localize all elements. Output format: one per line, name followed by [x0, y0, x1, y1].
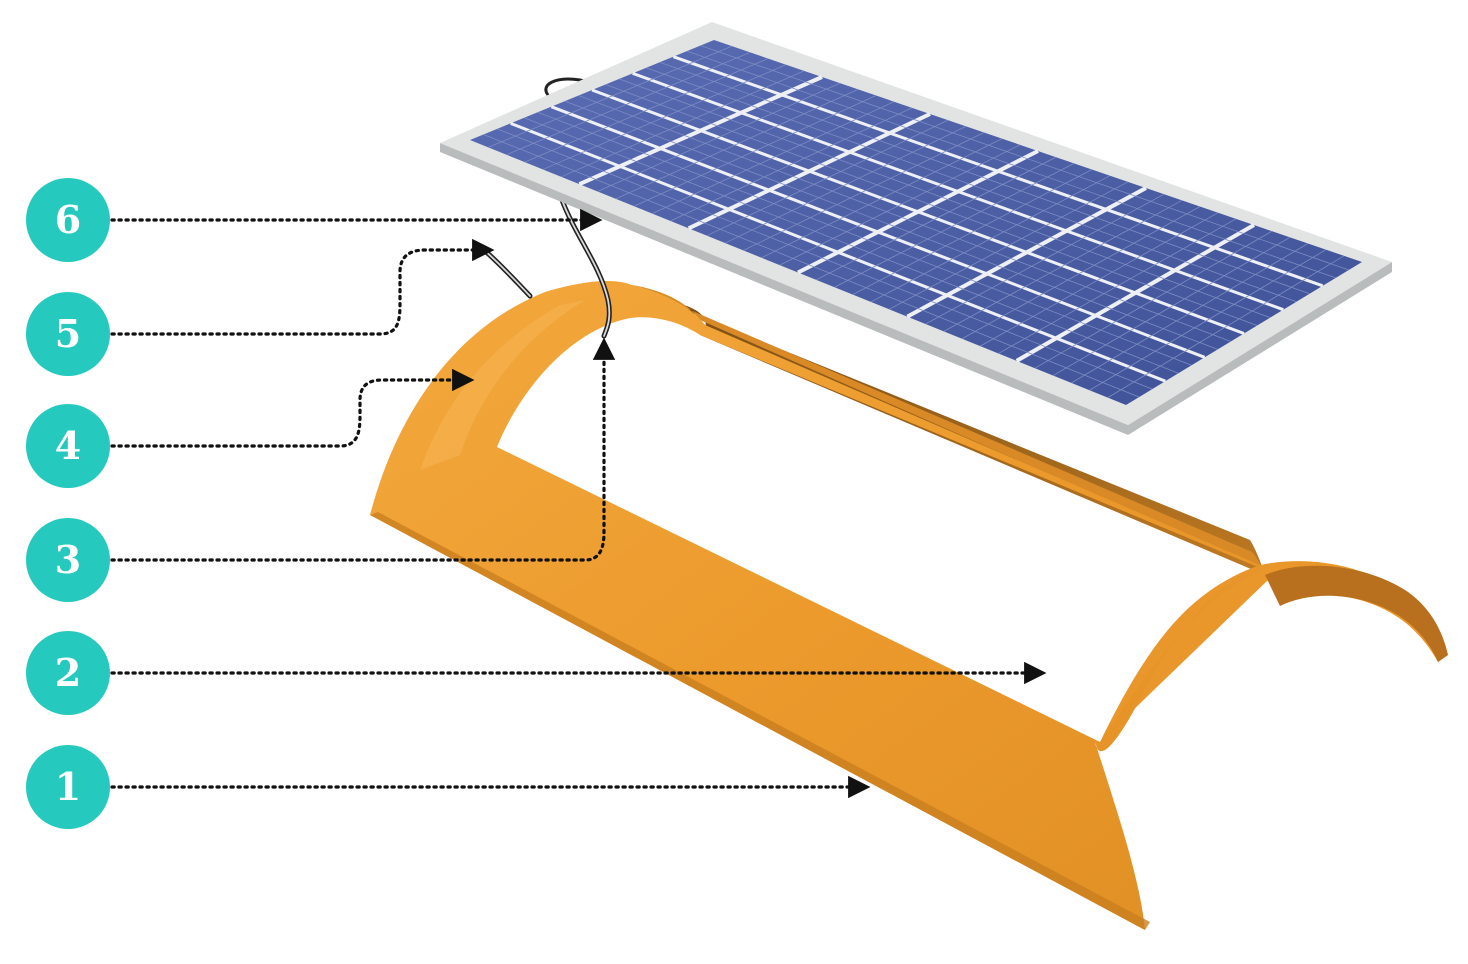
- panel-string-divider: [632, 71, 1284, 312]
- panel-cell-line: [483, 134, 1140, 398]
- callout-6: 6: [26, 178, 110, 262]
- callout-1-label: 1: [55, 764, 81, 809]
- callout-2-label: 2: [55, 650, 81, 695]
- callout-6-label: 6: [55, 197, 81, 242]
- tile-right-arch: [1100, 561, 1448, 742]
- panel-string-divider: [672, 55, 1324, 288]
- panel-cell-line: [888, 181, 1129, 310]
- panel-cell-line: [488, 45, 733, 148]
- panel-string-divider: [510, 121, 1166, 383]
- panel-cell-line: [537, 111, 1192, 366]
- panel-cell-line: [980, 212, 1219, 347]
- panel-cell-line: [670, 107, 913, 222]
- panel-string-divider: [591, 88, 1245, 335]
- panel-cell-line: [578, 95, 1232, 342]
- panel-cell-line: [506, 51, 751, 156]
- panel-cell-line: [659, 61, 1310, 295]
- callout-badges: 6 5 4 3 2 1: [26, 178, 110, 829]
- panel-cell-line: [998, 218, 1237, 354]
- panel-grid: [483, 45, 1350, 398]
- tile-lower-edge: [370, 512, 1150, 930]
- panel-cell-line: [834, 162, 1075, 288]
- tile-far-rim: [632, 285, 1262, 568]
- panel-cell-line: [597, 82, 841, 192]
- panel-cell-line: [925, 193, 1165, 325]
- panel-string-divider: [550, 105, 1206, 359]
- curved-roof-tile: [370, 280, 1448, 931]
- panel-cell-line: [618, 78, 1271, 318]
- callout-4-label: 4: [55, 423, 81, 468]
- callout-3-label: 3: [55, 537, 81, 582]
- panel-cell-line: [633, 95, 877, 207]
- callout-4: 4: [26, 404, 110, 488]
- callout-5-label: 5: [55, 311, 81, 356]
- panel-cell-line: [1034, 230, 1273, 369]
- panel-cell-line: [542, 64, 787, 170]
- panel-cell-line: [496, 128, 1153, 390]
- panel-cell-line: [816, 156, 1057, 281]
- panel-cell-line: [943, 199, 1183, 332]
- panel-cell-line: [706, 119, 949, 237]
- tile-highlight: [420, 300, 585, 470]
- callout-3: 3: [26, 518, 110, 602]
- panel-cell-line: [1107, 255, 1345, 398]
- panel-cell-line: [652, 101, 895, 214]
- panel-cell-line: [1052, 236, 1291, 376]
- panel-cell-line: [870, 175, 1111, 303]
- panel-cell-line: [1089, 249, 1327, 391]
- panel-cell-line: [564, 100, 1218, 350]
- leader-4: [110, 368, 475, 448]
- panel-cell-line: [524, 58, 769, 163]
- tile-right-arch-inner: [1265, 565, 1448, 662]
- panel-cell-line: [646, 67, 1297, 303]
- callout-2: 2: [26, 631, 110, 715]
- callout-5: 5: [26, 292, 110, 376]
- panel-cell-line: [961, 206, 1201, 340]
- panel-cell-line: [761, 138, 1003, 259]
- panel-cell-line: [700, 45, 1350, 271]
- panel-cell-line: [1071, 243, 1309, 384]
- panel-cell-line: [724, 125, 967, 244]
- panel-cell-line: [524, 117, 1179, 374]
- panel-cell-line: [615, 88, 859, 200]
- tile-front-face: [370, 280, 1265, 931]
- panel-cell-line: [560, 70, 805, 178]
- panel-cell-line: [852, 169, 1093, 295]
- leader-lines: [110, 208, 1047, 799]
- leader-3: [110, 337, 616, 562]
- panel-cell-line: [743, 132, 985, 251]
- panel-cell-line: [605, 84, 1258, 326]
- panel-cell-line: [779, 144, 1021, 266]
- callout-1: 1: [26, 745, 110, 829]
- pv-panel: [440, 22, 1392, 435]
- panel-cell-line: [686, 50, 1336, 279]
- leader-5: [110, 238, 495, 336]
